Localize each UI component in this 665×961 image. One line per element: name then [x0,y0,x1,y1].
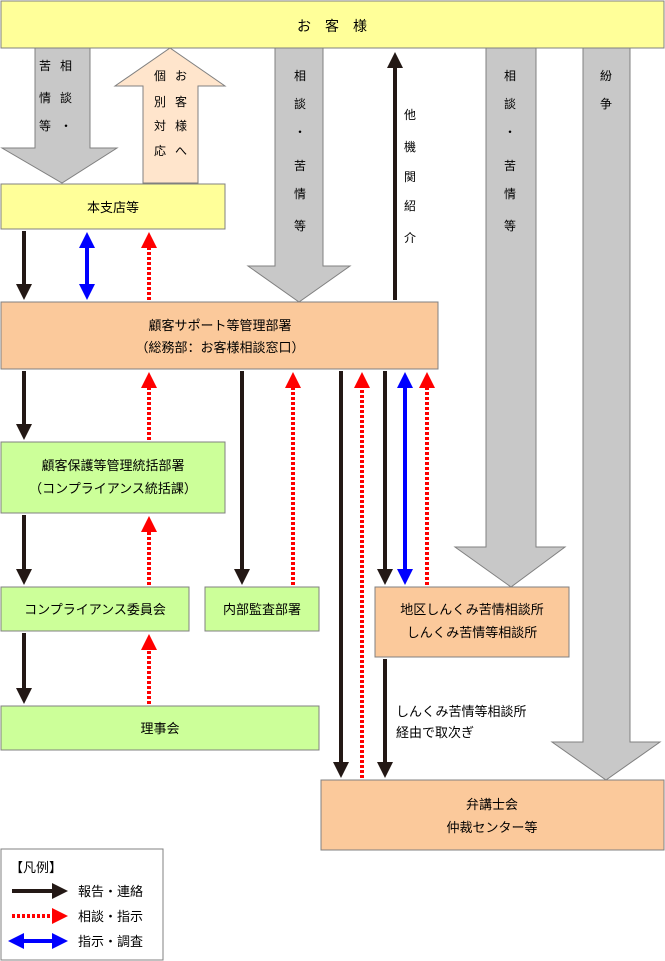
svg-text:様: 様 [175,119,187,133]
svg-text:別: 別 [154,95,166,109]
legend-consult-label: 相談・指示 [78,909,143,925]
svg-text:相: 相 [60,59,72,73]
compliance-committee-box [0,586,190,632]
consult-down-arrow-a [246,47,352,303]
individual-response-up-arrow [113,47,227,184]
other-institution-label: 他 機 関 紹 介 [404,108,416,245]
svg-text:等: 等 [504,219,516,233]
svg-text:関: 関 [404,170,416,184]
regional-office-box [374,586,570,658]
support-dept-box [0,301,439,370]
svg-text:経由で取次ぎ: 経由で取次ぎ [396,725,474,741]
svg-text:談: 談 [504,96,516,111]
svg-text:相: 相 [294,69,306,83]
route-note: しんくみ苦情等相談所 経由で取次ぎ [396,704,527,741]
svg-text:・: ・ [504,125,516,139]
svg-text:他: 他 [404,108,416,122]
svg-text:へ: へ [175,144,187,158]
branch-label: 本支店等 [87,200,139,216]
customer-bar [0,0,665,49]
svg-text:情: 情 [294,187,306,201]
svg-text:介: 介 [404,231,416,245]
legend-report-label: 報告・連絡 [78,884,143,900]
svg-text:対: 対 [154,119,166,133]
consult-arrow-b-label: 相 談 ・ 苦 情 等 [504,69,516,233]
svg-text:応: 応 [154,144,166,158]
dispute-down-arrow [550,47,662,781]
svg-text:個: 個 [154,69,166,83]
svg-text:争: 争 [600,97,612,111]
customer-bar-label: お 客 様 [297,18,367,35]
protection-dept-label-2: （コンプライアンス統括課） [29,481,197,497]
bar-association-label-2: 仲裁センター等 [446,820,537,836]
svg-text:機: 機 [404,139,416,154]
bar-association-label-1: 弁講士会 [466,797,518,813]
internal-audit-box [204,586,320,632]
legend: 【凡例】 報告・連絡 相談・指示 指示・調査 [0,848,164,961]
legend-instruct-label: 指示・調査 [78,935,143,950]
compliance-committee-label: コンプライアンス委員会 [24,603,166,618]
svg-text:等: 等 [39,119,51,133]
board-label: 理事会 [140,722,179,737]
svg-text:談: 談 [60,90,72,105]
dispute-label: 紛 争 [600,68,612,111]
svg-text:苦: 苦 [504,159,516,173]
svg-text:情: 情 [39,91,51,105]
consult-down-arrow-b [453,47,567,588]
support-dept-label-1: 顧客サポート等管理部署 [148,318,291,334]
consult-arrow-a-label: 相 談 ・ 苦 情 等 [294,69,306,233]
legend-title: 【凡例】 [10,861,62,876]
regional-office-label-1: 地区しんくみ苦情相談所 [400,602,544,618]
individual-response-label: お 客 様 へ 個 別 対 応 [154,69,187,158]
complaint-down-arrow [0,47,119,184]
svg-text:苦: 苦 [294,159,306,173]
board-box [0,705,320,751]
svg-text:紛: 紛 [600,68,612,83]
svg-text:お: お [175,69,187,83]
svg-text:談: 談 [294,96,306,111]
svg-text:相: 相 [504,69,516,83]
svg-text:しんくみ苦情等相談所: しんくみ苦情等相談所 [396,704,527,720]
protection-dept-box [0,441,226,514]
svg-text:・: ・ [294,125,306,139]
regional-office-label-2: しんくみ苦情等相談所 [407,625,538,641]
svg-text:客: 客 [175,94,187,109]
svg-text:情: 情 [504,187,516,201]
svg-text:等: 等 [294,219,306,233]
svg-text:・: ・ [60,119,72,133]
protection-dept-label-1: 顧客保護等管理統括部署 [41,458,184,474]
internal-audit-label: 内部監査部署 [223,602,301,618]
svg-text:紹: 紹 [404,199,416,213]
complaint-arrow-label: 相 談 苦 情 等 ・ [39,59,72,133]
support-dept-label-2: （総務部：お客様相談窓口） [135,340,304,356]
svg-text:苦: 苦 [39,59,51,73]
bar-association-box [320,779,665,851]
branch-box [0,183,226,230]
